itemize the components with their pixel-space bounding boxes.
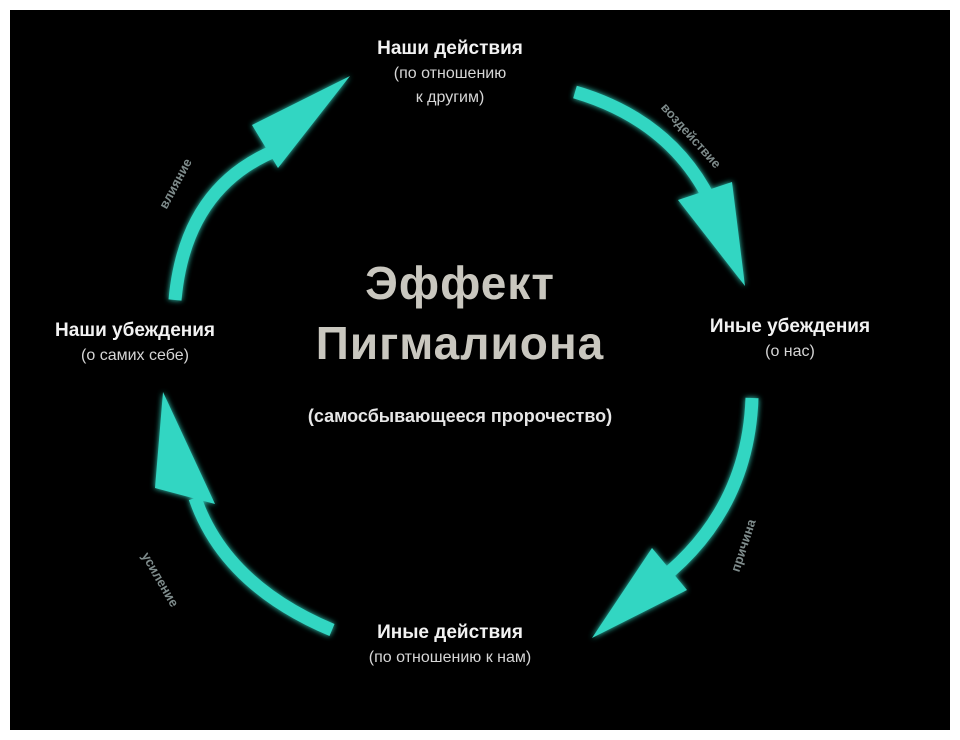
arrowhead-bottom-to-left [155, 392, 215, 504]
node-our-actions-sub2: к другим) [415, 89, 485, 106]
diagram-canvas: Наши действия (по отношению к другим) Ин… [10, 10, 950, 730]
arrowhead-left-to-top [252, 76, 350, 168]
node-our-beliefs: Наши убеждения (о самих себе) [10, 318, 260, 368]
diagram-title-line1: Эффект [365, 257, 555, 309]
node-others-actions-label: Иные действия [377, 622, 523, 643]
arrowhead-right-to-bottom [592, 548, 687, 638]
node-others-beliefs-label: Иные убеждения [709, 316, 871, 337]
node-our-actions-label: Наши действия [377, 38, 523, 59]
node-our-actions: Наши действия (по отношению к другим) [300, 36, 600, 110]
arrow-right-to-bottom [655, 397, 759, 586]
arrow-left-to-top [168, 146, 275, 301]
node-others-actions: Иные действия (по отношению к нам) [300, 620, 600, 670]
arrow-top-to-right [573, 85, 716, 203]
node-our-beliefs-sub1: (о самих себе) [81, 347, 189, 364]
cycle-arrows [155, 76, 759, 638]
arrow-bottom-to-left [188, 495, 335, 636]
node-others-beliefs: Иные убеждения (о нас) [635, 314, 945, 364]
node-others-actions-sub1: (по отношению к нам) [368, 649, 532, 666]
diagram-subtitle: (самосбывающееся пророчество) [307, 406, 613, 426]
diagram-title-line2: Пигмалиона [315, 317, 605, 369]
node-our-actions-sub1: (по отношению [393, 65, 507, 82]
arrowhead-top-to-right [678, 182, 745, 286]
node-others-beliefs-sub1: (о нас) [765, 343, 815, 360]
node-our-beliefs-label: Наши убеждения [54, 320, 216, 341]
